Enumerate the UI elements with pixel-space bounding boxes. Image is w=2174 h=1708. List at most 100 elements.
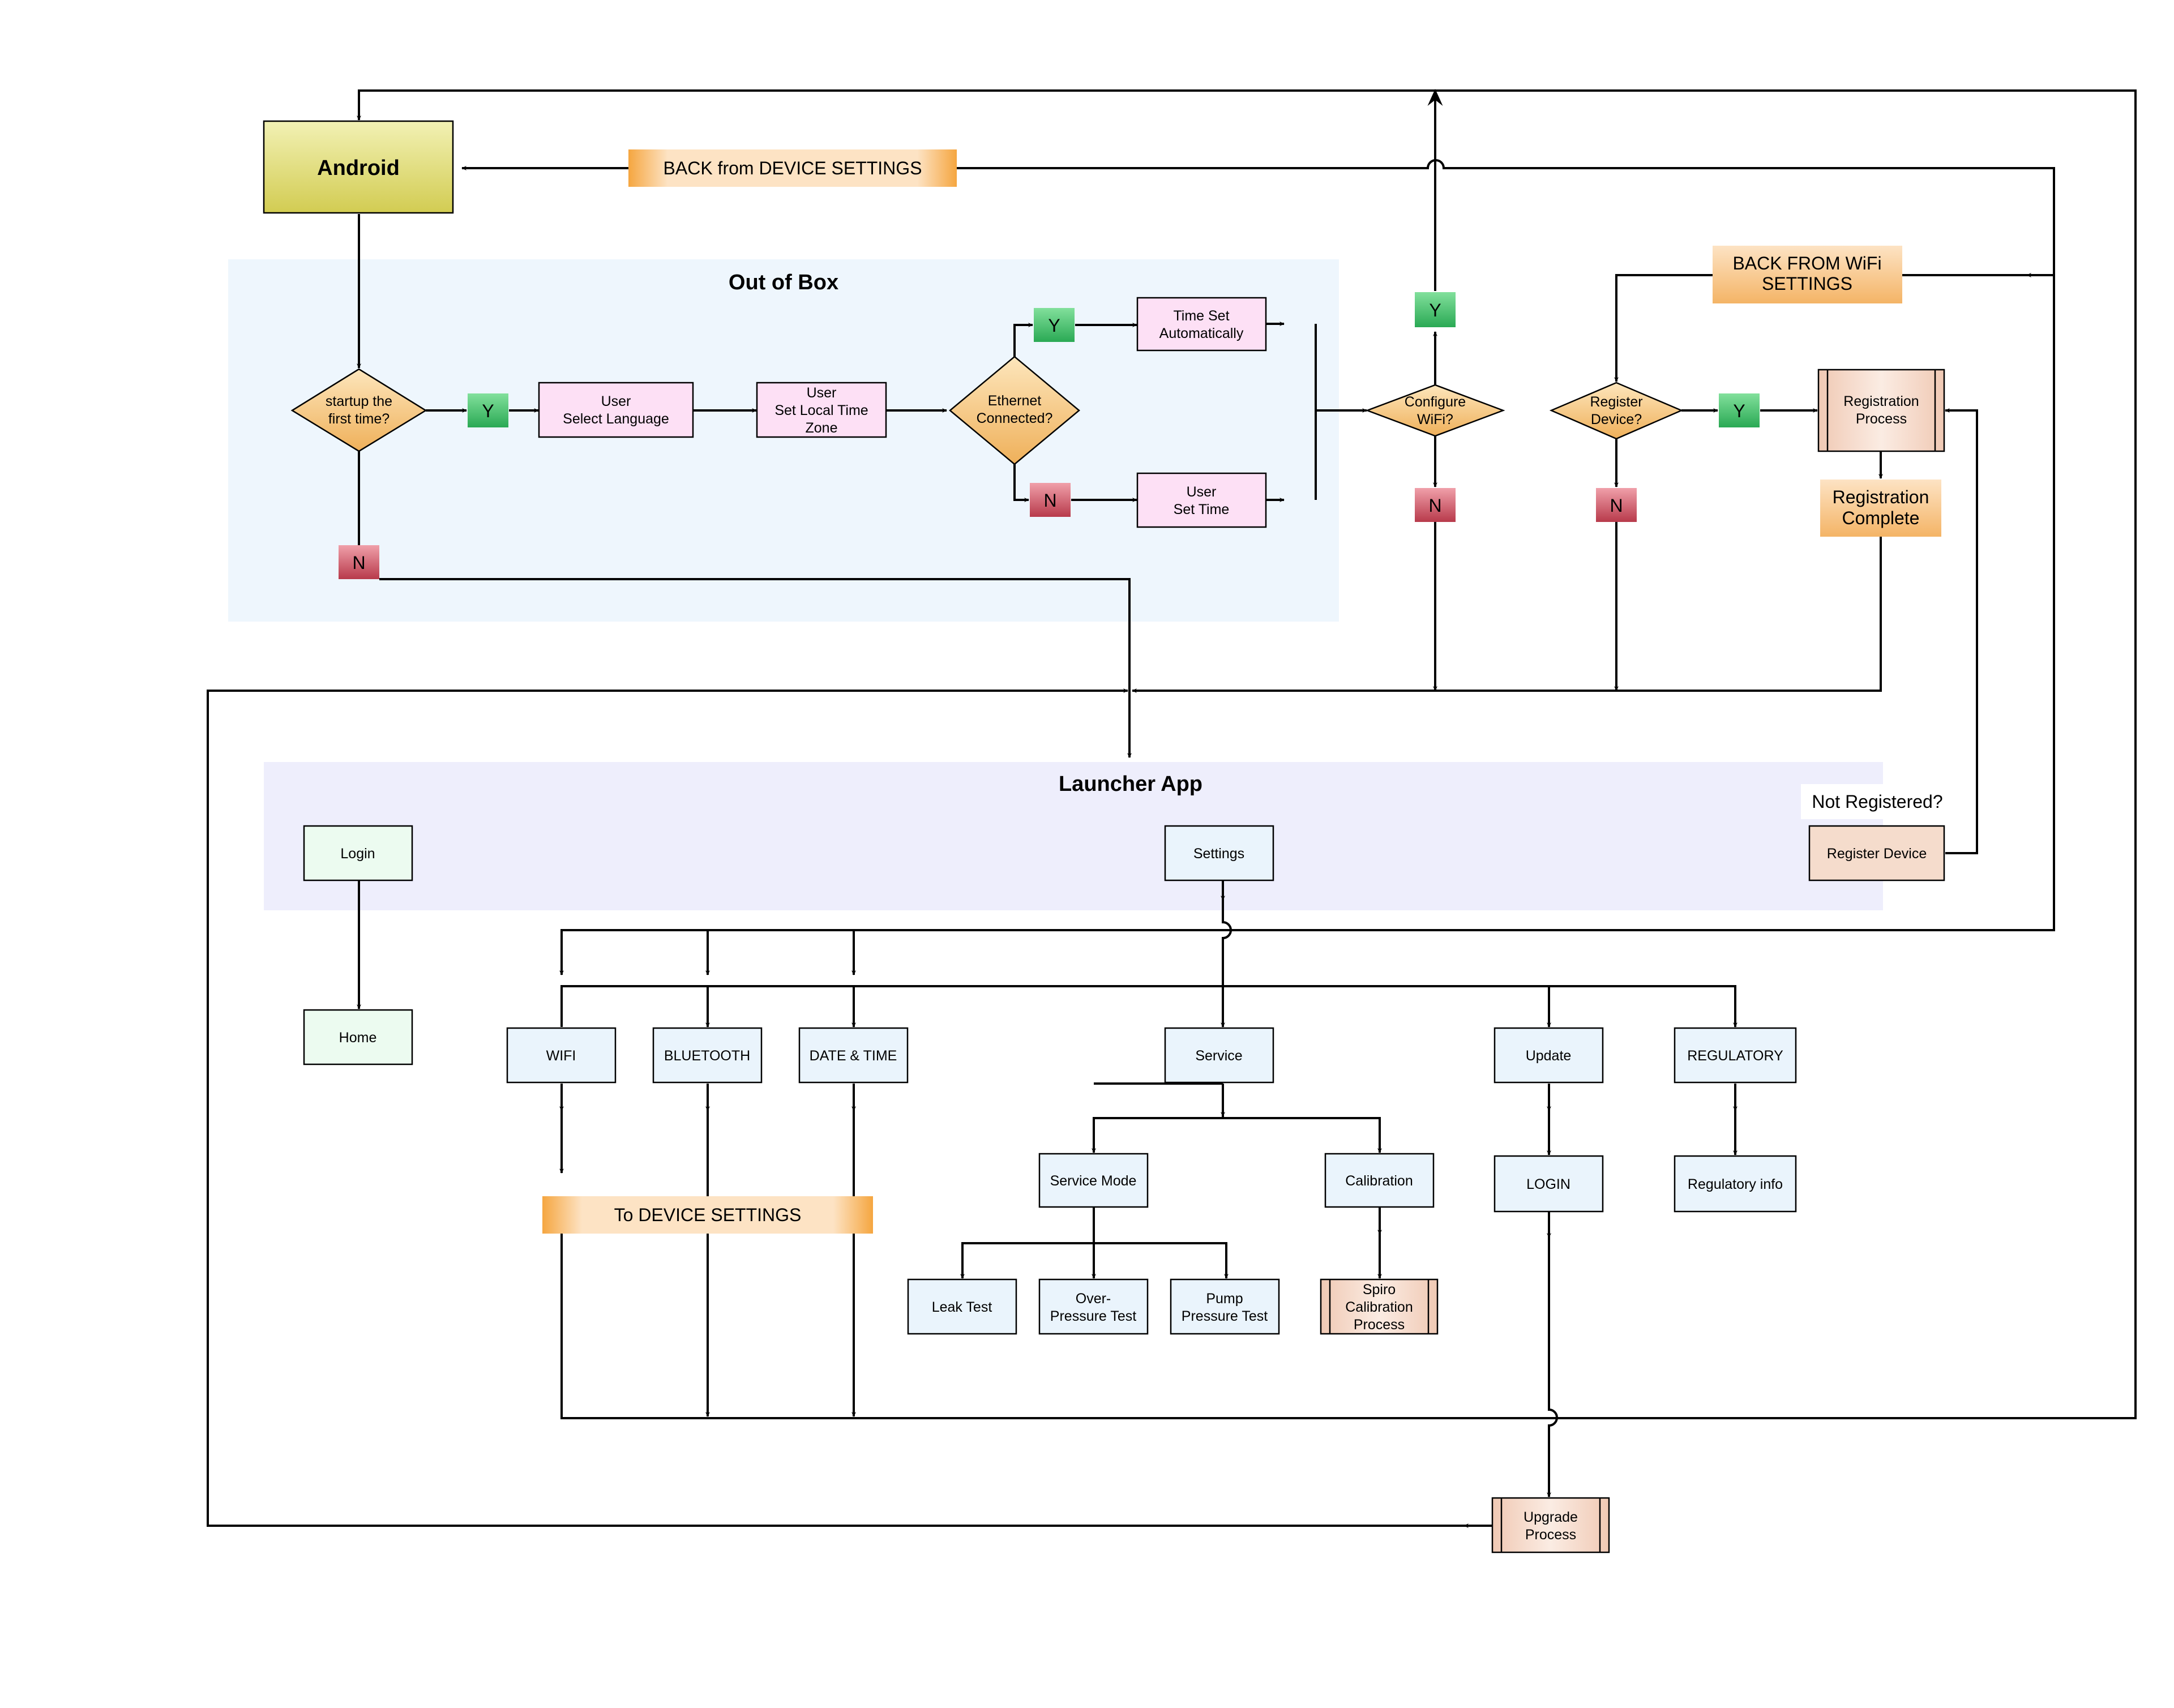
ethernet-label-1: Ethernet [988, 393, 1042, 409]
configure-wifi-decision: Configure WiFi? [1365, 384, 1505, 437]
spiro-label-1: Spiro [1363, 1282, 1396, 1298]
bluetooth-label: BLUETOOTH [664, 1048, 750, 1064]
startup-yes-tag: Y [468, 393, 508, 427]
regulatory-node: REGULATORY [1674, 1027, 1797, 1084]
regulatory-label: REGULATORY [1687, 1048, 1783, 1064]
update-login-label: LOGIN [1526, 1176, 1570, 1192]
register-device-label: Register Device [1827, 846, 1927, 862]
edge-register-device-process [1945, 408, 1978, 854]
register-device-node: Register Device [1808, 825, 1945, 881]
registration-complete-node: Registration Complete [1820, 480, 1941, 537]
date-time-node: DATE & TIME [798, 1027, 909, 1084]
calibration-label: Calibration [1345, 1173, 1413, 1189]
time-zone-label-3: Zone [806, 420, 838, 436]
regulatory-info-label: Regulatory info [1688, 1176, 1783, 1192]
back-wifi-label-1: BACK FROM WiFi [1732, 253, 1881, 273]
yes-label: Y [1733, 401, 1745, 421]
yes-label: Y [1429, 300, 1441, 320]
no-label: N [352, 553, 365, 573]
configure-wifi-label-1: Configure [1405, 394, 1466, 410]
register-q-label-2: Device? [1591, 412, 1642, 427]
time-zone-label-1: User [807, 385, 837, 401]
user-set-time-label-1: User [1187, 484, 1217, 500]
edge-complete-bus [1132, 536, 1882, 694]
back-from-device-settings-banner: BACK from DEVICE SETTINGS [628, 149, 957, 187]
edge-service-branch [1091, 1084, 1224, 1153]
back-from-wifi-settings-banner: BACK FROM WiFi SETTINGS [1713, 246, 1902, 303]
register-q-label-1: Register [1590, 394, 1642, 410]
pump-pressure-label-2: Pressure Test [1182, 1308, 1268, 1324]
configure-wifi-no-tag: N [1415, 488, 1456, 522]
edge-service-calibration [1223, 1117, 1383, 1153]
over-pressure-label-2: Pressure Test [1050, 1308, 1136, 1324]
over-pressure-test-node: Over- Pressure Test [1038, 1278, 1149, 1335]
launcher-app-title: Launcher App [1059, 772, 1202, 796]
user-set-time-node: User Set Time [1136, 472, 1267, 528]
startup-decision: startup the first time? [290, 368, 427, 452]
service-label: Service [1195, 1048, 1242, 1064]
edge-loop-to-android [356, 89, 2137, 1419]
pump-pressure-label-1: Pump [1206, 1291, 1243, 1307]
update-login-node: LOGIN [1493, 1155, 1604, 1213]
startup-no-tag: N [339, 545, 379, 579]
select-language-label-2: Select Language [563, 411, 669, 427]
not-registered-note: Not Registered? [1801, 784, 1954, 819]
configure-wifi-yes-tag: Y [1415, 292, 1456, 327]
time-zone-label-2: Set Local Time [774, 403, 868, 418]
login-node: Login [303, 825, 413, 881]
edge-settings-bus [560, 985, 1738, 1028]
no-label: N [1610, 495, 1623, 516]
register-yes-tag: Y [1719, 393, 1760, 427]
back-from-device-settings-label: BACK from DEVICE SETTINGS [664, 158, 922, 178]
startup-label-2: first time? [328, 411, 390, 427]
login-label: Login [340, 846, 375, 862]
home-label: Home [339, 1030, 377, 1046]
wifi-node: WIFI [506, 1027, 617, 1084]
edge-ethernet-no [1013, 464, 1029, 503]
yes-label: Y [1048, 315, 1060, 336]
to-device-settings-banner: To DEVICE SETTINGS [542, 1196, 873, 1234]
user-select-language-node: User Select Language [538, 382, 694, 438]
register-device-decision: Register Device? [1549, 382, 1684, 440]
regulatory-info-node: Regulatory info [1674, 1155, 1797, 1213]
pump-pressure-test-node: Pump Pressure Test [1170, 1278, 1280, 1335]
upgrade-label-1: Upgrade [1523, 1509, 1578, 1525]
upgrade-process-node: Upgrade Process [1491, 1497, 1610, 1553]
registration-process-label-1: Registration [1843, 393, 1919, 409]
date-time-label: DATE & TIME [810, 1048, 897, 1064]
registration-complete-label-1: Registration [1833, 487, 1929, 507]
service-node: Service [1164, 1027, 1274, 1084]
not-registered-label: Not Registered? [1812, 791, 1942, 812]
edge-bus-top [559, 929, 1232, 975]
leak-test-label: Leak Test [932, 1299, 992, 1315]
out-of-box-title: Out of Box [729, 271, 838, 294]
registration-process-label-2: Process [1856, 411, 1907, 427]
over-pressure-label-1: Over- [1076, 1291, 1111, 1307]
spiro-label-2: Calibration [1345, 1299, 1413, 1315]
user-set-time-zone-node: User Set Local Time Zone [756, 382, 887, 438]
settings-label: Settings [1193, 846, 1244, 862]
android-node: Android [263, 120, 454, 214]
spiro-label-3: Process [1354, 1317, 1405, 1333]
calibration-node: Calibration [1324, 1153, 1435, 1208]
to-device-settings-label: To DEVICE SETTINGS [614, 1205, 802, 1225]
back-wifi-label-2: SETTINGS [1762, 273, 1852, 294]
edge-no-to-launcher [379, 578, 1132, 758]
edge-login-upgrade [1546, 1212, 1558, 1497]
update-label: Update [1526, 1048, 1572, 1064]
spiro-calibration-process-node: Spiro Calibration Process [1320, 1278, 1439, 1335]
android-label: Android [317, 156, 400, 180]
configure-wifi-label-2: WiFi? [1417, 412, 1453, 427]
ethernet-label-2: Connected? [977, 410, 1053, 426]
registration-process-node: Registration Process [1817, 369, 1945, 452]
settings-node: Settings [1164, 825, 1274, 881]
edge-back-wifi-register [1614, 274, 1713, 382]
select-language-label-1: User [601, 393, 631, 409]
yes-label: Y [482, 401, 494, 421]
ethernet-yes-tag: Y [1034, 308, 1075, 342]
time-auto-label-2: Automatically [1159, 326, 1244, 341]
user-set-time-label-2: Set Time [1174, 502, 1230, 517]
connectors [207, 89, 2137, 1529]
time-auto-label-1: Time Set [1173, 308, 1229, 324]
registration-complete-label-2: Complete [1842, 508, 1920, 528]
